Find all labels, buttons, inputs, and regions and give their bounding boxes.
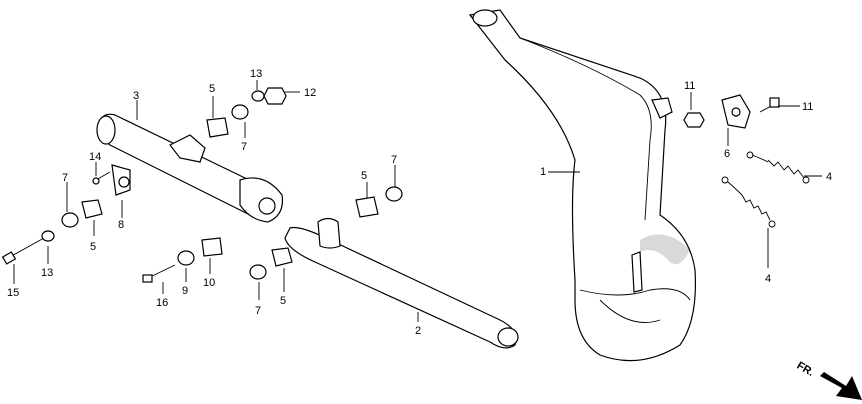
callout-5-mid: 5: [361, 170, 367, 182]
callout-7-left: 7: [62, 172, 68, 184]
callout-labels: 1 2 3 4 4 5 5 5 5 6 7 7 7 7 8 9 10 11 11…: [7, 68, 832, 337]
callout-14: 14: [89, 151, 101, 163]
callout-5-bottom: 5: [280, 295, 286, 307]
callout-4-upper: 4: [826, 171, 832, 183]
expansion-chamber: [468, 9, 697, 362]
bracket: [721, 94, 751, 129]
callout-6: 6: [724, 148, 730, 160]
hardware: [1, 87, 780, 283]
callout-5-top: 5: [209, 83, 215, 95]
callout-5-left: 5: [90, 241, 96, 253]
callout-11-left: 11: [684, 80, 695, 92]
callout-12: 12: [304, 87, 316, 99]
spring-upper: [746, 151, 810, 184]
callout-13-left: 13: [41, 267, 53, 279]
callout-4-lower: 4: [765, 273, 771, 285]
callout-8: 8: [118, 219, 124, 231]
callout-16: 16: [156, 297, 168, 309]
callout-11-right: 11: [802, 101, 813, 113]
callout-9: 9: [182, 285, 188, 297]
front-direction-arrow: FR.: [795, 360, 862, 400]
silencer-pipe: [96, 113, 284, 223]
callout-15: 15: [7, 287, 19, 299]
callout-7-mid: 7: [391, 154, 397, 166]
spring-lower: [721, 176, 776, 228]
direction-label: FR.: [795, 360, 816, 379]
callout-7-top: 7: [241, 141, 247, 153]
callout-7-bottom: 7: [255, 305, 261, 317]
callout-3: 3: [133, 90, 139, 102]
leader-lines: [13, 80, 822, 322]
callout-13-top: 13: [250, 68, 262, 80]
callout-1: 1: [540, 166, 546, 178]
callout-10: 10: [203, 277, 215, 289]
tail-pipe: [284, 217, 519, 349]
callout-2: 2: [415, 325, 421, 337]
